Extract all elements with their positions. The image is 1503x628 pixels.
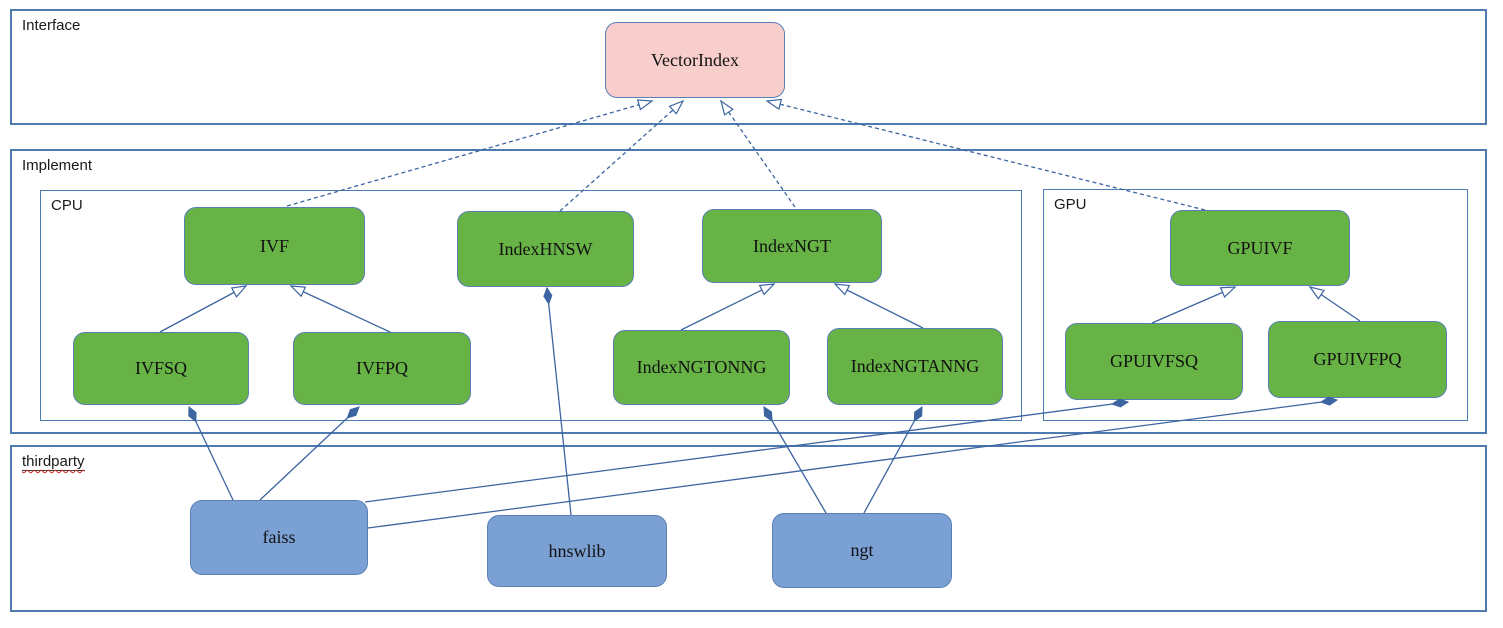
node-ivfpq[interactable]: IVFPQ <box>293 332 471 405</box>
node-ivfsq[interactable]: IVFSQ <box>73 332 249 405</box>
container-thirdparty-label: thirdparty <box>22 453 85 471</box>
container-implement-label: Implement <box>22 157 93 174</box>
node-indexngtanng[interactable]: IndexNGTANNG <box>827 328 1003 405</box>
container-gpu-label: GPU <box>1054 196 1087 213</box>
node-vectorindex[interactable]: VectorIndex <box>605 22 785 98</box>
container-interface-label: Interface <box>22 17 81 34</box>
node-gpuivfsq[interactable]: GPUIVFSQ <box>1065 323 1243 400</box>
node-faiss[interactable]: faiss <box>190 500 368 575</box>
node-ivf[interactable]: IVF <box>184 207 365 285</box>
node-indexngtonng[interactable]: IndexNGTONNG <box>613 330 790 405</box>
node-indexhnsw[interactable]: IndexHNSW <box>457 211 634 287</box>
node-indexngt[interactable]: IndexNGT <box>702 209 882 283</box>
container-cpu-label: CPU <box>51 197 83 214</box>
node-gpuivf[interactable]: GPUIVF <box>1170 210 1350 286</box>
node-hnswlib[interactable]: hnswlib <box>487 515 667 587</box>
node-ngt[interactable]: ngt <box>772 513 952 588</box>
node-gpuivfpq[interactable]: GPUIVFPQ <box>1268 321 1447 398</box>
